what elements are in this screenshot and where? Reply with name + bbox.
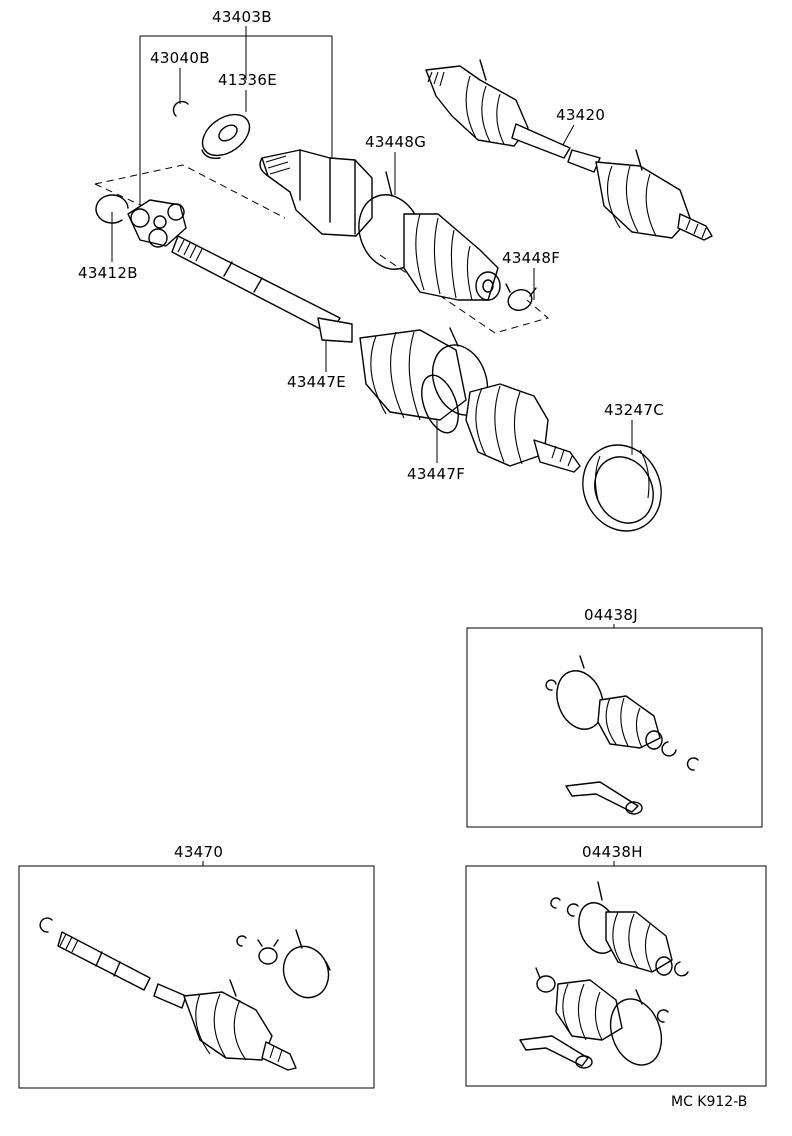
drive-shaft [171,235,353,343]
boot-43448G [358,171,501,301]
label-43412B: 43412B [78,264,138,282]
outer-boot-lower [421,374,581,473]
dust-shield-41336E [201,113,251,160]
label-43447F: 43447F [407,465,465,483]
clamp-43448F [505,283,537,311]
label-04438H: 04438H [582,843,643,861]
label-04438J: 04438J [584,606,638,624]
snap-ring-43040B [172,100,189,117]
label-43448G: 43448G [365,133,426,151]
label-43040B: 43040B [150,49,210,67]
kit-box-04438H [465,865,767,1087]
kit-box-43470 [18,865,375,1089]
kit-04438J-parts [545,655,699,815]
drawing-code: MC K912-B [671,1094,747,1110]
seal-43247C [582,444,662,532]
axle-assembly-43420 [425,59,713,241]
kit-04438H-parts [519,881,689,1069]
label-43470: 43470 [174,843,223,861]
circlip-43412B [95,194,129,224]
label-43403B: 43403B [212,8,272,26]
label-43420: 43420 [556,106,605,124]
inner-boot-lower [359,327,489,421]
tulip-housing [259,149,373,237]
label-43448F: 43448F [502,249,560,267]
label-43247C: 43247C [604,401,664,419]
kit-box-04438J [466,627,763,828]
label-43447E: 43447E [287,373,346,391]
leader-lines [111,26,633,866]
kit-43470-parts [39,917,331,1071]
exploded-outline [94,164,550,334]
label-41336E: 41336E [218,71,277,89]
tripod-joint [127,199,187,248]
